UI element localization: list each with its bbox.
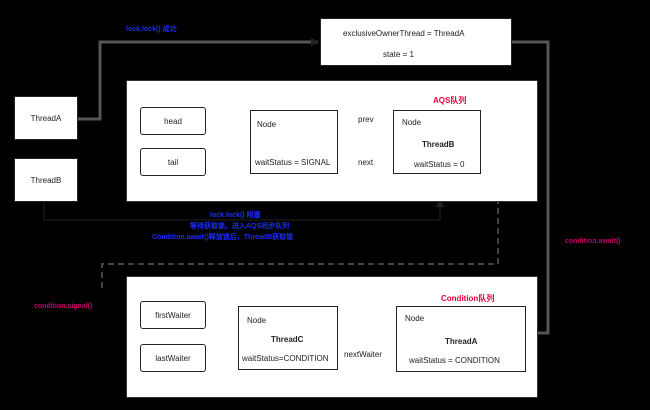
condition-node1-thread: ThreadC (271, 335, 304, 344)
aqs-title: AQS队列 (433, 96, 467, 105)
aqs-tail-label: tail (167, 157, 179, 167)
last-waiter-label: lastWaiter (155, 353, 191, 363)
await-label: condition.await() (565, 238, 621, 245)
aqs-next-label: next (358, 158, 374, 167)
aqs-node1-label: Node (257, 120, 277, 129)
condition-node1-label: Node (247, 316, 267, 325)
aqs-node2: Node ThreadB waitStatus = 0 (393, 110, 481, 174)
condition-node2-status: waitStatus = CONDITION (409, 356, 500, 365)
lock-blocked-line1: lock.lock() 阻塞 (210, 212, 261, 219)
first-waiter-box: firstWaiter (140, 301, 206, 329)
lock-blocked-line2: 等待获取锁，进入AQS同步队列 (190, 223, 290, 230)
owner-state-text: state = 1 (383, 50, 414, 59)
threadB-label: ThreadB (30, 175, 62, 185)
signal-label: condition.signal() (34, 303, 93, 310)
condition-node1-status: waitStatus=CONDITION (242, 354, 329, 363)
condition-title: Condition队列 (441, 294, 495, 303)
owner-to-condition-arrow (512, 40, 550, 337)
threadB-box: ThreadB (14, 158, 78, 202)
next-waiter-label: nextWaiter (344, 350, 382, 359)
lock-blocked-line3: Condition.await()释放锁后，ThreadB获取锁 (152, 234, 294, 241)
last-waiter-box: lastWaiter (140, 344, 206, 372)
aqs-node2-label: Node (402, 118, 422, 127)
aqs-head-box: head (140, 107, 206, 135)
condition-node2: Node ThreadA waitStatus = CONDITION (396, 306, 526, 372)
condition-node1: Node ThreadC waitStatus=CONDITION (238, 306, 338, 370)
owner-box: exclusiveOwnerThread = ThreadA state = 1 (320, 18, 512, 66)
aqs-node1-status: waitStatus = SIGNAL (255, 158, 331, 167)
threadA-box: ThreadA (14, 96, 78, 140)
aqs-head-label: head (164, 116, 182, 126)
first-waiter-label: firstWaiter (155, 310, 191, 320)
condition-node2-thread: ThreadA (445, 337, 478, 346)
threadB-to-aqs-arrow (43, 199, 444, 221)
signal-dashed-arrow (101, 138, 499, 288)
owner-thread-text: exclusiveOwnerThread = ThreadA (343, 29, 465, 38)
aqs-node1: Node waitStatus = SIGNAL (250, 110, 338, 174)
aqs-tail-box: tail (140, 148, 206, 176)
condition-node2-label: Node (405, 314, 425, 323)
threadA-to-owner-arrow (78, 38, 319, 121)
lock-success-label: lock.lock() 成功 (126, 26, 177, 33)
aqs-node2-status: waitStatus = 0 (414, 160, 465, 169)
aqs-node2-thread: ThreadB (422, 140, 455, 149)
aqs-prev-label: prev (358, 115, 374, 124)
threadA-label: ThreadA (30, 113, 62, 123)
